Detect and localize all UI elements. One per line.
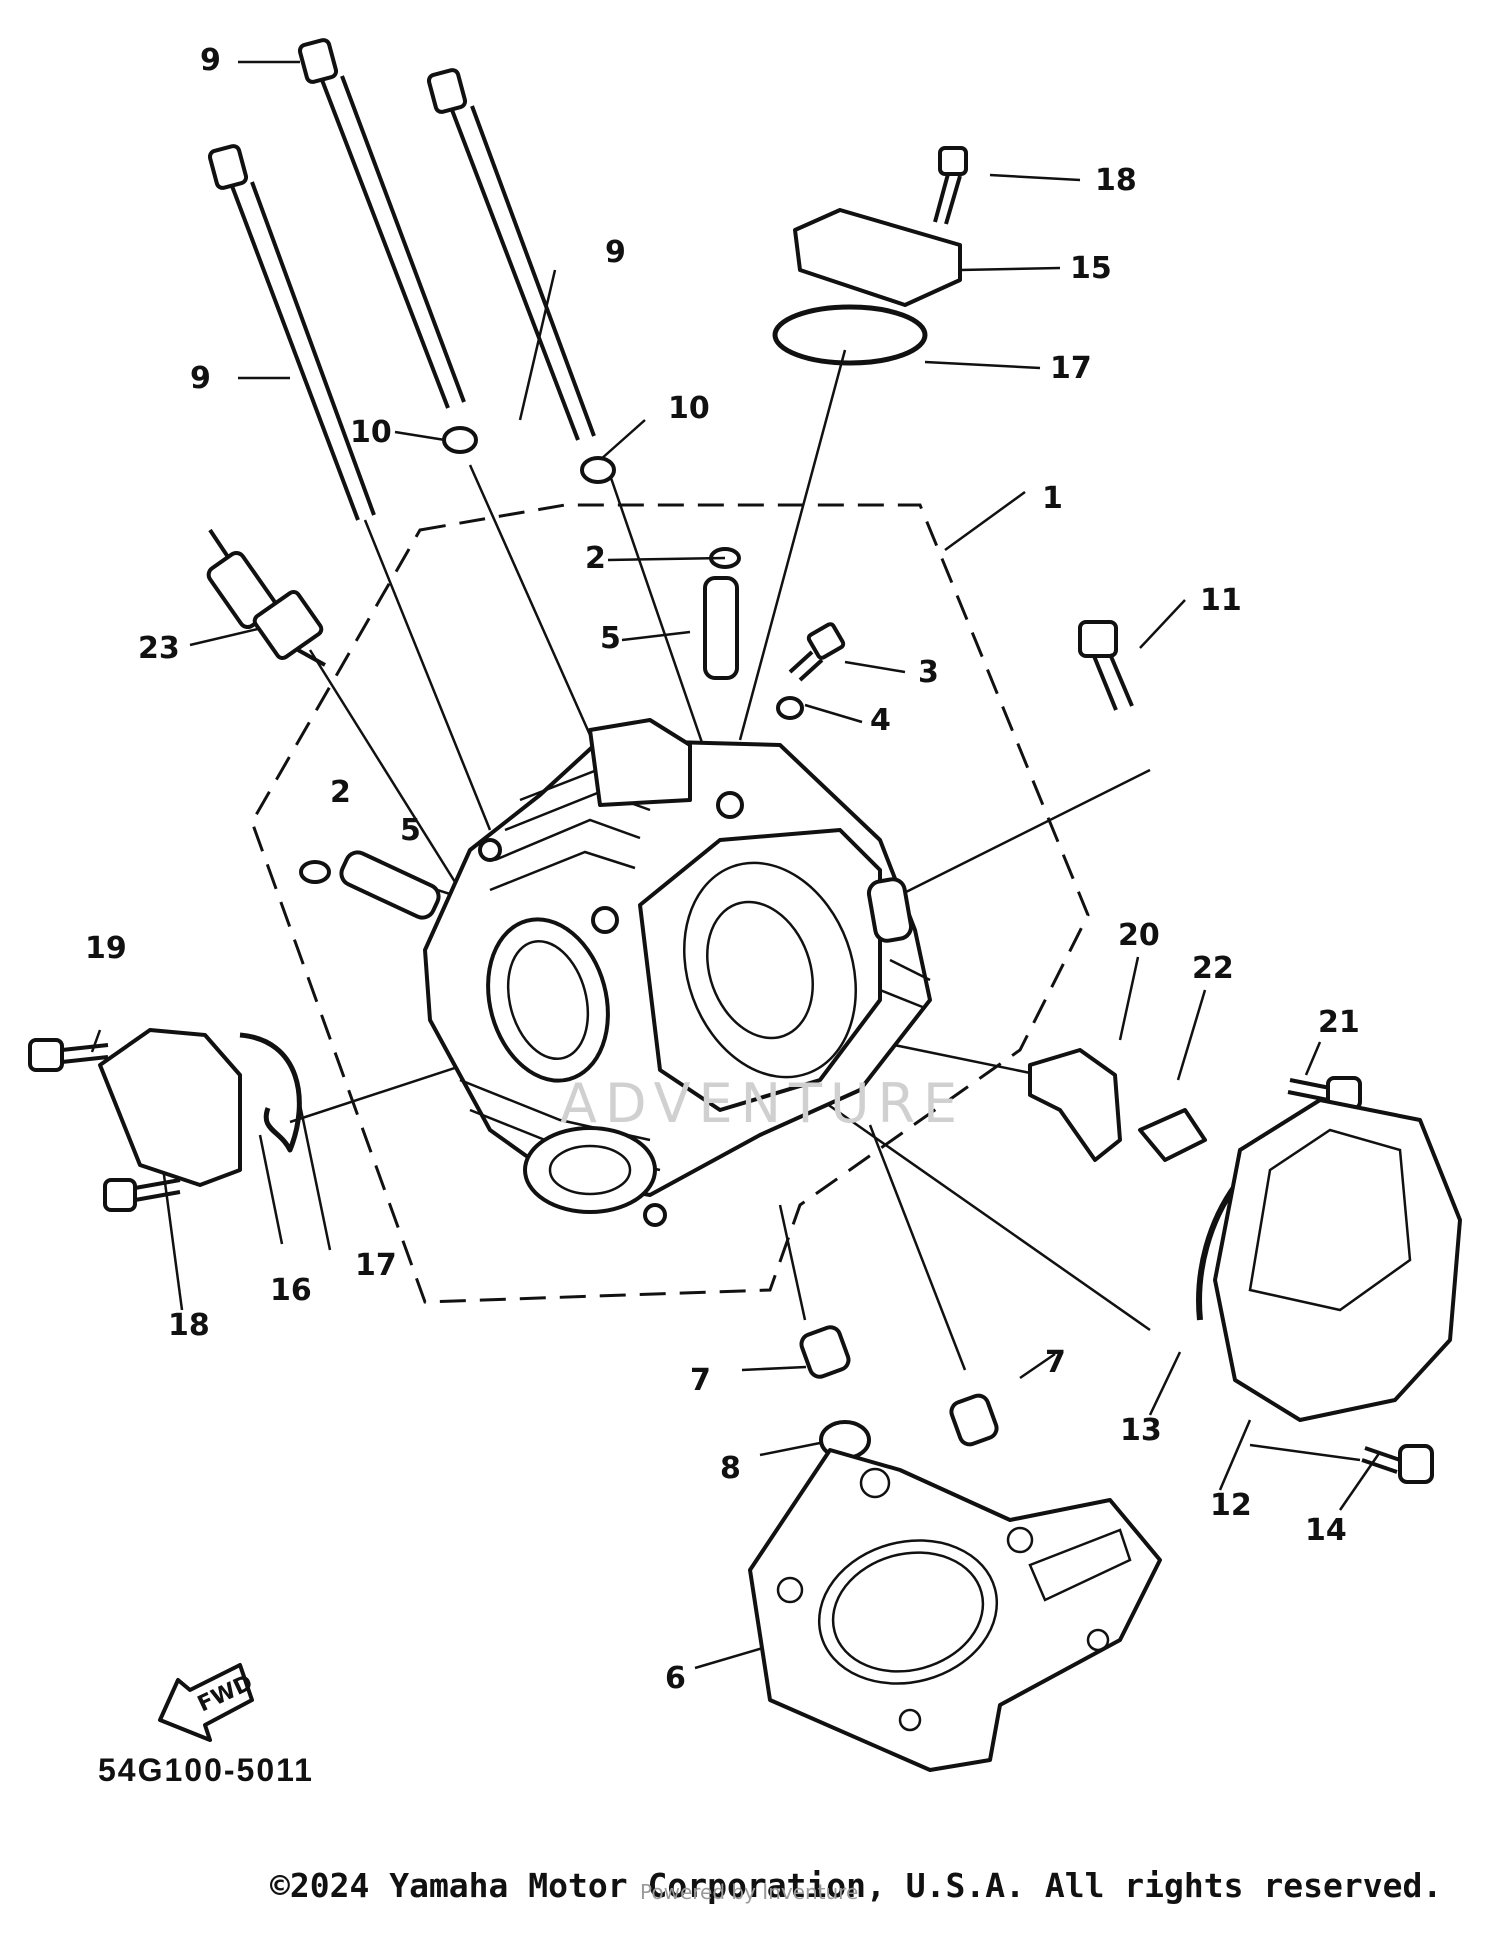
watermark: ADVENTURE [560,1072,966,1135]
clip-2-left [299,860,331,884]
callout-2: 2 [330,775,351,810]
bracket-20 [1028,1048,1122,1162]
screw-18-top [933,146,968,225]
callout-2: 2 [585,541,606,576]
callout-22: 22 [1192,951,1234,986]
plate-22 [1138,1108,1207,1162]
callout-1: 1 [1042,481,1063,516]
head-gasket-6 [748,1448,1162,1772]
valve-cover-12 [1213,1098,1462,1422]
bolt-11 [1078,620,1134,711]
copyright-notice: ©2024 Yamaha Motor Corporation, U.S.A. A… [270,1866,1443,1905]
valve-guide-5-top [703,576,739,680]
washer-10-left [442,426,478,454]
callout-3: 3 [918,655,939,690]
callout-5: 5 [400,813,421,848]
callout-11: 11 [1200,583,1242,618]
callout-12: 12 [1210,1488,1252,1523]
callout-9: 9 [605,235,626,270]
callout-10: 10 [350,415,392,450]
forward-arrow-icon: FWD [158,1663,257,1742]
callout-4: 4 [870,703,891,738]
screw-18-left [103,1178,181,1212]
washer-4 [776,696,804,720]
cylinder-head-1 [423,718,932,1227]
watermark-small: Powered by Inventure [640,1880,859,1904]
callout-20: 20 [1118,918,1160,953]
dowel-7-right [949,1393,999,1447]
callout-5: 5 [600,621,621,656]
head-bolt-9-right [426,68,596,441]
callout-14: 14 [1305,1513,1347,1548]
side-cap-16 [98,1028,242,1187]
callout-23: 23 [138,631,180,666]
callout-9: 9 [200,43,221,78]
callout-8: 8 [720,1451,741,1486]
callout-16: 16 [270,1273,312,1308]
valve-cover-12-inner [1248,1128,1412,1312]
dowel-7-left [799,1325,851,1379]
assembly-boundary [250,503,1090,1304]
o-ring-17-left [239,1032,302,1153]
callout-18: 18 [1095,163,1137,198]
screw-19 [28,1038,109,1072]
spark-plug-23 [206,528,326,667]
callout-7: 7 [690,1363,711,1398]
cap-15 [793,208,962,307]
callout-18: 18 [168,1308,210,1343]
callout-17: 17 [1050,351,1092,386]
callout-6: 6 [665,1661,686,1696]
head-bolt-9-left [207,144,376,521]
callout-21: 21 [1318,1005,1360,1040]
washer-10-right [580,456,616,484]
clip-2-top [709,547,741,569]
callout-labels: 9 9 9 18 15 17 10 10 1 2 5 3 4 11 23 2 5… [85,43,1360,1696]
callout-9: 9 [190,361,211,396]
callout-19: 19 [85,931,127,966]
callout-13: 13 [1120,1413,1162,1448]
callout-15: 15 [1070,251,1112,286]
callout-7: 7 [1045,1345,1066,1380]
bolt-14 [1361,1444,1434,1484]
callout-10: 10 [668,391,710,426]
bolt-3 [788,622,846,682]
callout-17: 17 [355,1248,397,1283]
diagram-code: 54G100-5011 [98,1752,314,1788]
o-ring-17-top [772,304,928,366]
head-bolt-9-middle [297,38,466,409]
valve-guide-5-left [339,850,441,920]
